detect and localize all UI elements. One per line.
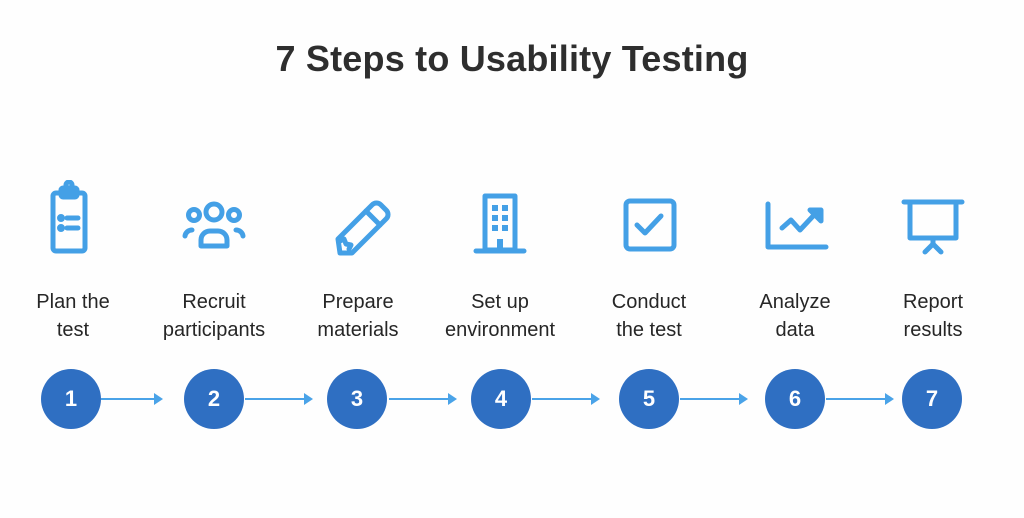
step-number-5: 5 [619,369,679,429]
page-title: 7 Steps to Usability Testing [275,38,749,79]
building-icon [460,180,540,260]
arrow-6-7 [826,393,894,405]
presentation-board-icon [893,180,973,260]
checkbox-icon [609,180,689,260]
people-group-icon [174,180,254,260]
step-number-3: 3 [327,369,387,429]
step-number-1: 1 [41,369,101,429]
trend-chart-icon [755,180,835,260]
step-number-2: 2 [184,369,244,429]
step-number-6: 6 [765,369,825,429]
arrow-5-6 [680,393,748,405]
arrow-4-5 [532,393,600,405]
arrow-2-3 [245,393,313,405]
pencil-icon [318,180,398,260]
arrow-1-2 [101,393,163,405]
step-number-4: 4 [471,369,531,429]
step-number-7: 7 [902,369,962,429]
arrow-3-4 [389,393,457,405]
clipboard-icon [33,179,113,260]
